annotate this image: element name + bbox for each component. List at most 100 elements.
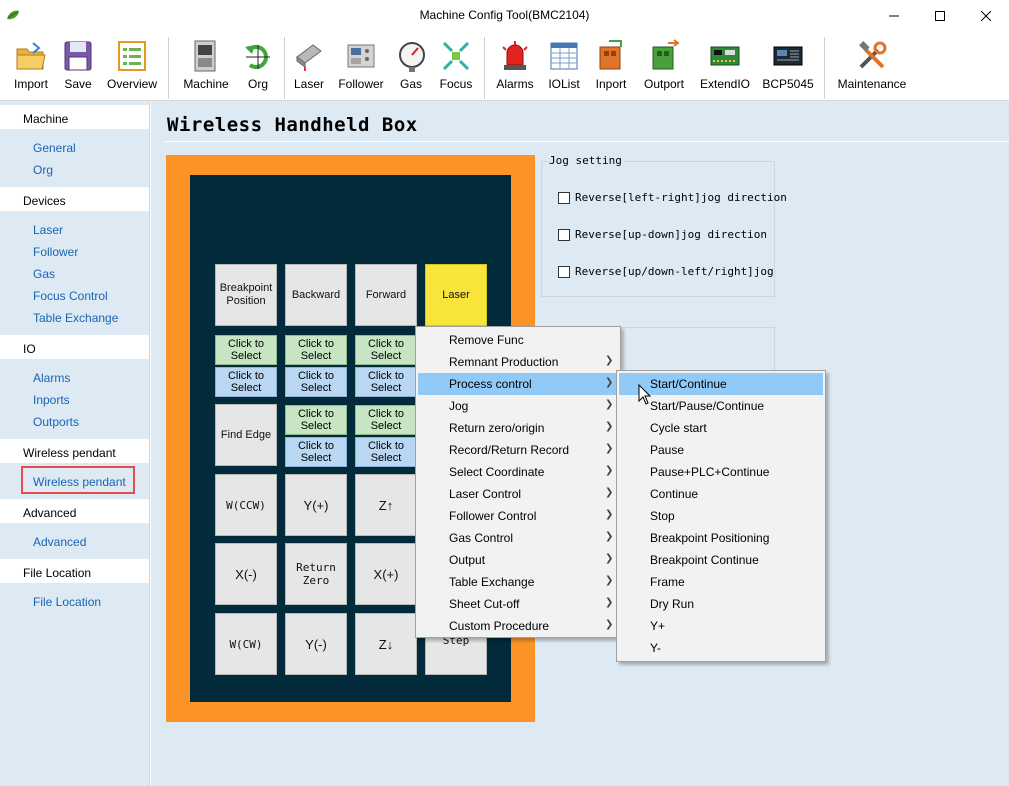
key-return-zero[interactable]: Return Zero [285,543,347,605]
toolbar-laser-button[interactable]: Laser [290,39,328,99]
submenu-item-stop[interactable]: Stop [650,509,675,523]
sidebar-section-file-location[interactable]: File Location [0,559,149,583]
close-button[interactable] [963,0,1009,31]
select-slot-green[interactable]: Click to Select [285,405,347,435]
menu-item-jog[interactable]: Jog❯ [418,395,618,417]
sidebar-item-focus-control[interactable]: Focus Control [33,289,108,303]
key-forward[interactable]: Forward [355,264,417,326]
key-w-ccw[interactable]: W(CCW) [215,474,277,536]
submenu-arrow-icon: ❯ [605,487,614,498]
sidebar-item-general[interactable]: General [33,141,76,155]
jog-option-left-right[interactable]: Reverse[left-right]jog direction [558,191,787,204]
menu-item-output[interactable]: Output❯ [418,549,618,571]
key-z-down[interactable]: Z↓ [355,613,417,675]
toolbar-extendio-button[interactable]: ExtendIO [698,39,752,99]
sidebar-item-advanced[interactable]: Advanced [33,535,87,549]
sidebar-item-laser[interactable]: Laser [33,223,64,237]
menu-item-laser-control[interactable]: Laser Control❯ [418,483,618,505]
menu-item-process-control[interactable]: Process control❯ [418,373,618,395]
sidebar-item-file-location[interactable]: File Location [33,595,102,609]
menu-item-follower-control[interactable]: Follower Control❯ [418,505,618,527]
toolbar-outport-button[interactable]: Outport [640,39,688,99]
submenu-item-pause-plc-continue[interactable]: Pause+PLC+Continue [650,465,770,479]
checkbox[interactable] [558,191,570,204]
sidebar-section-machine[interactable]: Machine [0,105,149,129]
sidebar-item-wireless-pendant[interactable]: Wireless pendant [33,475,126,489]
key-breakpoint-position[interactable]: Breakpoint Position [215,264,277,326]
select-slot-blue[interactable]: Click to Select [285,437,347,467]
select-slot-green[interactable]: Click to Select [355,405,417,435]
sidebar-section-wireless-pendant[interactable]: Wireless pendant [0,439,149,463]
submenu-item-y-minus[interactable]: Y- [650,641,661,655]
select-slot-blue[interactable]: Click to Select [215,367,277,397]
submenu-item-pause[interactable]: Pause [650,443,685,457]
key-y-plus[interactable]: Y(+) [285,474,347,536]
submenu-item-start-continue[interactable]: Start/Continue [619,373,823,395]
select-slot-blue[interactable]: Click to Select [355,437,417,467]
sidebar-section-devices[interactable]: Devices [0,187,149,211]
submenu-item-breakpoint-continue[interactable]: Breakpoint Continue [650,553,759,567]
maximize-button[interactable] [917,0,963,31]
submenu-item-start-pause-continue[interactable]: Start/Pause/Continue [650,399,765,413]
sidebar-item-gas[interactable]: Gas [33,267,56,281]
key-z-up[interactable]: Z↑ [355,474,417,536]
key-x-plus[interactable]: X(+) [355,543,417,605]
menu-item-select-coordinate[interactable]: Select Coordinate❯ [418,461,618,483]
menu-item-label: Record/Return Record [449,443,570,457]
sidebar-item-follower[interactable]: Follower [33,245,79,259]
select-slot-blue[interactable]: Click to Select [285,367,347,397]
toolbar-focus-button[interactable]: Focus [436,39,476,99]
sidebar-item-inports[interactable]: Inports [33,393,70,407]
menu-item-label: Output [449,553,486,567]
submenu-arrow-icon: ❯ [605,355,614,366]
minimize-button[interactable] [871,0,917,31]
key-x-minus[interactable]: X(-) [215,543,277,605]
checkbox[interactable] [558,265,570,278]
select-slot-blue[interactable]: Click to Select [355,367,417,397]
submenu-item-frame[interactable]: Frame [650,575,685,589]
app-leaf-icon [7,10,19,20]
sidebar-item-org[interactable]: Org [33,163,54,177]
checkbox[interactable] [558,228,570,241]
toolbar-gas-button[interactable]: Gas [396,39,426,99]
submenu-item-y-plus[interactable]: Y+ [650,619,666,633]
toolbar-maintenance-button[interactable]: Maintenance [834,39,910,99]
key-laser[interactable]: Laser [425,264,487,326]
toolbar-import-button[interactable]: Import [8,39,54,99]
select-slot-green[interactable]: Click to Select [355,335,417,365]
jog-option-up-down[interactable]: Reverse[up-down]jog direction [558,228,767,241]
sidebar-section-io[interactable]: IO [0,335,149,359]
sidebar-section-advanced[interactable]: Advanced [0,499,149,523]
submenu-item-cycle-start[interactable]: Cycle start [650,421,707,435]
toolbar-follower-button[interactable]: Follower [334,39,388,99]
toolbar-machine-button[interactable]: Machine [180,39,232,99]
submenu-item-continue[interactable]: Continue [650,487,699,501]
toolbar-iolist-button[interactable]: IOList [546,39,582,99]
key-y-minus[interactable]: Y(-) [285,613,347,675]
menu-item-return-zero[interactable]: Return zero/origin❯ [418,417,618,439]
toolbar-bcp5045-button[interactable]: BCP5045 [760,39,816,99]
menu-item-gas-control[interactable]: Gas Control❯ [418,527,618,549]
menu-item-record-return-record[interactable]: Record/Return Record❯ [418,439,618,461]
select-slot-green[interactable]: Click to Select [285,335,347,365]
key-find-edge[interactable]: Find Edge [215,404,277,466]
toolbar-org-button[interactable]: Org [240,39,276,99]
menu-item-custom-procedure[interactable]: Custom Procedure❯ [418,615,618,637]
toolbar-alarms-button[interactable]: Alarms [494,39,536,99]
toolbar-save-button[interactable]: Save [58,39,98,99]
menu-item-table-exchange[interactable]: Table Exchange❯ [418,571,618,593]
toolbar-overview-button[interactable]: Overview [104,39,160,99]
key-w-cw[interactable]: W(CW) [215,613,277,675]
menu-item-sheet-cut-off[interactable]: Sheet Cut-off❯ [418,593,618,615]
menu-item-remnant-production[interactable]: Remnant Production❯ [418,351,618,373]
key-backward[interactable]: Backward [285,264,347,326]
jog-option-up-down-left-right[interactable]: Reverse[up/down-left/right]jog di [558,265,774,278]
select-slot-green[interactable]: Click to Select [215,335,277,365]
sidebar-item-alarms[interactable]: Alarms [33,371,71,385]
submenu-item-breakpoint-positioning[interactable]: Breakpoint Positioning [650,531,770,545]
toolbar-inport-button[interactable]: Inport [592,39,630,99]
sidebar-item-outports[interactable]: Outports [33,415,80,429]
sidebar-item-table-exchange[interactable]: Table Exchange [33,311,119,325]
submenu-item-dry-run[interactable]: Dry Run [650,597,695,611]
menu-item-remove-func[interactable]: Remove Func [418,329,618,351]
